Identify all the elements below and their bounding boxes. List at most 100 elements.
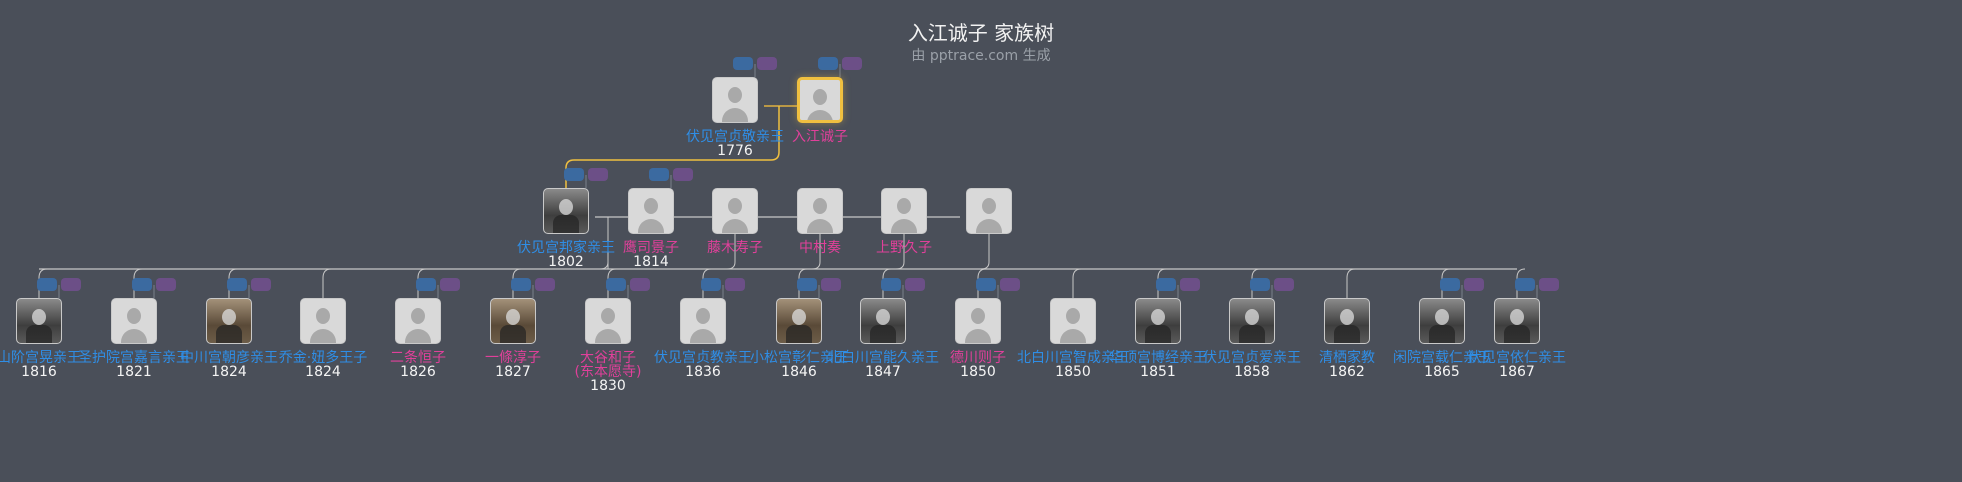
show-parents-button[interactable] (416, 278, 436, 291)
show-parents-button[interactable] (976, 278, 996, 291)
person-name[interactable]: 圣护院宫嘉言亲王 (78, 350, 190, 366)
person-name[interactable]: 大谷和子 (580, 350, 636, 366)
show-parents-button[interactable] (797, 278, 817, 291)
person-name[interactable]: 伏见宫贞爱亲王 (1203, 350, 1301, 366)
show-spouse-button[interactable] (1464, 278, 1484, 291)
show-parents-button[interactable] (511, 278, 531, 291)
avatar-body (121, 329, 147, 343)
avatar-placeholder-icon[interactable] (680, 298, 726, 344)
show-parents-button[interactable] (227, 278, 247, 291)
avatar-placeholder-icon[interactable] (881, 188, 927, 234)
show-parents-button[interactable] (37, 278, 57, 291)
show-spouse-button[interactable] (156, 278, 176, 291)
show-parents-button[interactable] (564, 168, 584, 181)
avatar-placeholder-icon[interactable] (111, 298, 157, 344)
avatar-placeholder-icon[interactable] (955, 298, 1001, 344)
person-photo[interactable] (16, 298, 62, 344)
show-parents-button[interactable] (701, 278, 721, 291)
avatar-placeholder-icon[interactable] (712, 77, 758, 123)
avatar-placeholder-icon[interactable] (1050, 298, 1096, 344)
avatar-body (1060, 329, 1086, 343)
show-spouse-button[interactable] (673, 168, 693, 181)
person-name[interactable]: 伏见宫贞教亲王 (654, 350, 752, 366)
show-spouse-button[interactable] (1274, 278, 1294, 291)
person-name[interactable]: 中川宫朝彦亲王 (180, 350, 278, 366)
child-line (1441, 268, 1451, 298)
show-spouse-button[interactable] (757, 57, 777, 70)
show-parents-button[interactable] (818, 57, 838, 70)
show-spouse-button[interactable] (630, 278, 650, 291)
page-subtitle: 由 pptrace.com 生成 (911, 48, 1051, 64)
show-spouse-button[interactable] (1180, 278, 1200, 291)
show-spouse-button[interactable] (61, 278, 81, 291)
person-name[interactable]: 鹰司景子 (623, 240, 679, 256)
person-photo[interactable] (1494, 298, 1540, 344)
person-photo[interactable] (1135, 298, 1181, 344)
avatar-placeholder-icon[interactable] (395, 298, 441, 344)
show-spouse-button[interactable] (842, 57, 862, 70)
person-photo[interactable] (1419, 298, 1465, 344)
person-name[interactable]: 藤木寿子 (707, 240, 763, 256)
person-name[interactable]: 一條淳子 (485, 350, 541, 366)
person-name[interactable]: 清栖家教 (1319, 350, 1375, 366)
photo-figure-head (876, 309, 890, 325)
person-name[interactable]: 闲院宫载仁亲王 (1393, 350, 1491, 366)
child-line (1516, 268, 1526, 298)
birth-year: 1862 (1329, 364, 1365, 380)
show-spouse-button[interactable] (1539, 278, 1559, 291)
show-parents-button[interactable] (1250, 278, 1270, 291)
person-photo[interactable] (543, 188, 589, 234)
avatar-placeholder-icon[interactable] (300, 298, 346, 344)
show-parents-button[interactable] (1156, 278, 1176, 291)
person-photo[interactable] (776, 298, 822, 344)
avatar-placeholder-icon[interactable] (797, 77, 843, 123)
show-parents-button[interactable] (606, 278, 626, 291)
avatar-body (976, 219, 1002, 233)
person-name[interactable]: 伏见宫邦家亲王 (517, 240, 615, 256)
avatar-placeholder-icon[interactable] (712, 188, 758, 234)
person-photo[interactable] (860, 298, 906, 344)
birth-year: 1824 (305, 364, 341, 380)
photo-figure-body (786, 325, 812, 343)
show-spouse-button[interactable] (1000, 278, 1020, 291)
show-spouse-button[interactable] (905, 278, 925, 291)
person-photo[interactable] (1324, 298, 1370, 344)
birth-year: 1814 (633, 254, 669, 270)
person-name[interactable]: 德川则子 (950, 350, 1006, 366)
person-photo[interactable] (206, 298, 252, 344)
avatar-placeholder-icon[interactable] (628, 188, 674, 234)
show-parents-button[interactable] (649, 168, 669, 181)
person-name[interactable]: 北白川宫能久亲王 (827, 350, 939, 366)
person-name[interactable]: 华顶宫博经亲王 (1109, 350, 1207, 366)
show-spouse-button[interactable] (535, 278, 555, 291)
show-parents-button[interactable] (881, 278, 901, 291)
avatar-placeholder-icon[interactable] (966, 188, 1012, 234)
person-name[interactable]: 入江诚子 (792, 129, 848, 145)
person-name[interactable]: 北白川宫智成亲王 (1017, 350, 1129, 366)
show-spouse-button[interactable] (821, 278, 841, 291)
child-line (228, 268, 238, 298)
show-parents-button[interactable] (1515, 278, 1535, 291)
person-name[interactable]: 山阶宫晃亲王 (0, 350, 81, 366)
show-parents-button[interactable] (1440, 278, 1460, 291)
avatar-body (405, 329, 431, 343)
show-spouse-button[interactable] (588, 168, 608, 181)
person-name[interactable]: 小松宫彰仁亲王 (750, 350, 848, 366)
show-parents-button[interactable] (132, 278, 152, 291)
show-spouse-button[interactable] (251, 278, 271, 291)
avatar-placeholder-icon[interactable] (585, 298, 631, 344)
person-name[interactable]: 乔金·妞多王子 (278, 350, 368, 366)
show-parents-button[interactable] (733, 57, 753, 70)
person-name[interactable]: 伏见宫贞敬亲王 (686, 129, 784, 145)
person-photo[interactable] (490, 298, 536, 344)
person-name[interactable]: 中村奏 (799, 240, 841, 256)
show-spouse-button[interactable] (440, 278, 460, 291)
person-name[interactable]: 二条恒子 (390, 350, 446, 366)
person-name[interactable]: 上野久子 (876, 240, 932, 256)
show-spouse-button[interactable] (725, 278, 745, 291)
person-name[interactable]: 伏见宫依仁亲王 (1468, 350, 1566, 366)
birth-year: 1802 (548, 254, 584, 270)
person-photo[interactable] (1229, 298, 1275, 344)
avatar-placeholder-icon[interactable] (797, 188, 843, 234)
birth-year: 1826 (400, 364, 436, 380)
